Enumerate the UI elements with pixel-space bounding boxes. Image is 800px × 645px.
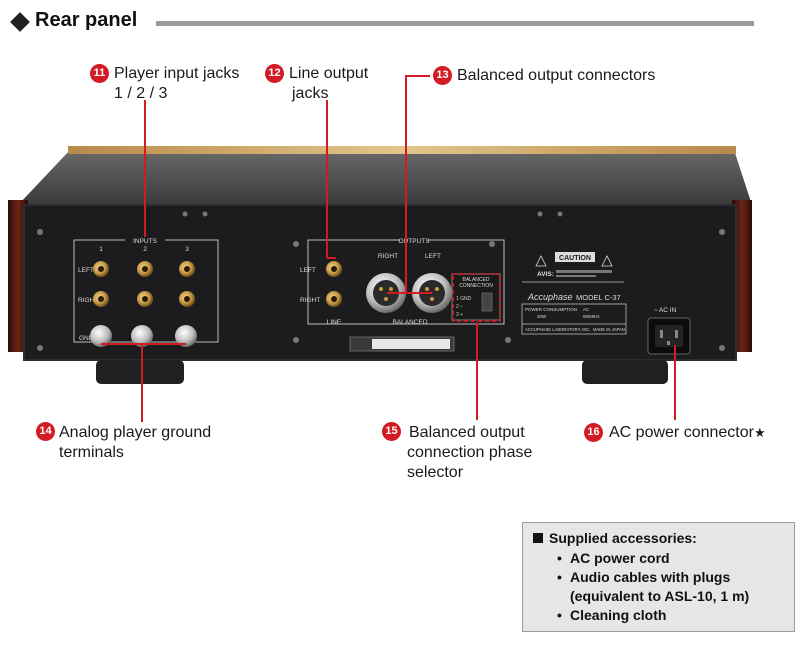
rating-label: CAUTION AVIS: Accuphase MODEL C-37 POWER… <box>521 252 627 335</box>
callout-12-badge: 12 <box>265 64 284 83</box>
inputs-label: INPUTS <box>133 238 158 245</box>
ground-terminals <box>90 325 197 347</box>
supplied-accessories-box: Supplied accessories: •AC power cord •Au… <box>522 522 795 632</box>
ac-voltage-label: AC <box>583 307 590 312</box>
right-label: RIGHT <box>78 297 98 304</box>
output-right-label: RIGHT <box>300 297 320 304</box>
callout-14-label: Analog player ground terminals <box>59 424 212 461</box>
svg-text:1 GND: 1 GND <box>456 296 472 302</box>
foot-left <box>96 360 184 384</box>
gnd-label: GND <box>79 335 94 342</box>
channel-2-label: 2 <box>143 246 147 253</box>
page-title: Rear panel <box>35 9 138 31</box>
power-consumption-label: POWER CONSUMPTION <box>525 307 577 312</box>
channel-1-label: 1 <box>99 246 103 253</box>
line-label: LINE <box>327 319 342 326</box>
output-left-label: LEFT <box>300 267 316 274</box>
callout-13-badge: 13 <box>433 66 452 85</box>
callout-13-label: Balanced output connectors <box>457 67 656 84</box>
maker-label: ACCUPHASE LABORATORY, INC. <box>525 327 591 332</box>
star-icon: ★ <box>753 425 766 440</box>
top-lid <box>18 150 752 205</box>
outputs-label: OUTPUTS <box>398 238 430 245</box>
made-in-label: MADE IN JAPAN <box>593 327 625 332</box>
balanced-label: BALANCED <box>392 319 427 326</box>
brand-label: Accuphase <box>527 292 573 302</box>
svg-text:3 +: 3 + <box>456 312 463 318</box>
balanced-connection-1: BALANCED <box>463 277 490 283</box>
callout-11-badge: 11 <box>90 64 109 83</box>
list-item: •Cleaning cloth <box>557 607 667 623</box>
callout-12-label: Line output jacks <box>289 65 369 102</box>
balanced-connection-2: CONNECTION <box>459 283 493 289</box>
list-item: (equivalent to ASL-10, 1 m) <box>570 588 750 604</box>
screws <box>37 211 725 351</box>
model-label: MODEL C-37 <box>576 293 621 302</box>
callout-16-badge: 16 <box>584 423 603 442</box>
watts-label: 20W <box>537 314 547 319</box>
square-bullet-icon <box>533 533 543 543</box>
xlr-right-label: RIGHT <box>378 253 398 260</box>
line-output-jacks <box>326 261 342 307</box>
list-item: •Audio cables with plugs <box>557 569 731 585</box>
callout-16-label: AC power connector★ <box>609 424 766 441</box>
channel-3-label: 3 <box>185 246 189 253</box>
title-rule <box>156 21 754 26</box>
callout-15-badge: 15 <box>382 422 401 441</box>
player-input-jacks <box>93 261 195 307</box>
callout-15-label: Balanced output connection phase selecto… <box>407 424 533 481</box>
left-label: LEFT <box>78 267 94 274</box>
hz-label: 50/60Hz <box>583 314 601 319</box>
xlr-left-label: LEFT <box>425 253 441 260</box>
accessories-list: •AC power cord •Audio cables with plugs … <box>557 549 749 625</box>
accessories-title: Supplied accessories: <box>533 529 697 548</box>
caution-label: CAUTION <box>559 255 591 262</box>
foot-right <box>582 360 668 384</box>
callout-14-badge: 14 <box>36 422 55 441</box>
gold-trim <box>68 146 736 154</box>
svg-text:2 −: 2 − <box>456 304 463 310</box>
callout-11-label: Player input jacks 1 / 2 / 3 <box>114 65 240 102</box>
leader-lines <box>101 75 676 422</box>
avis-label: AVIS: <box>537 271 554 278</box>
ac-in-label: ~ AC IN <box>654 307 677 314</box>
list-item: •AC power cord <box>557 550 670 566</box>
